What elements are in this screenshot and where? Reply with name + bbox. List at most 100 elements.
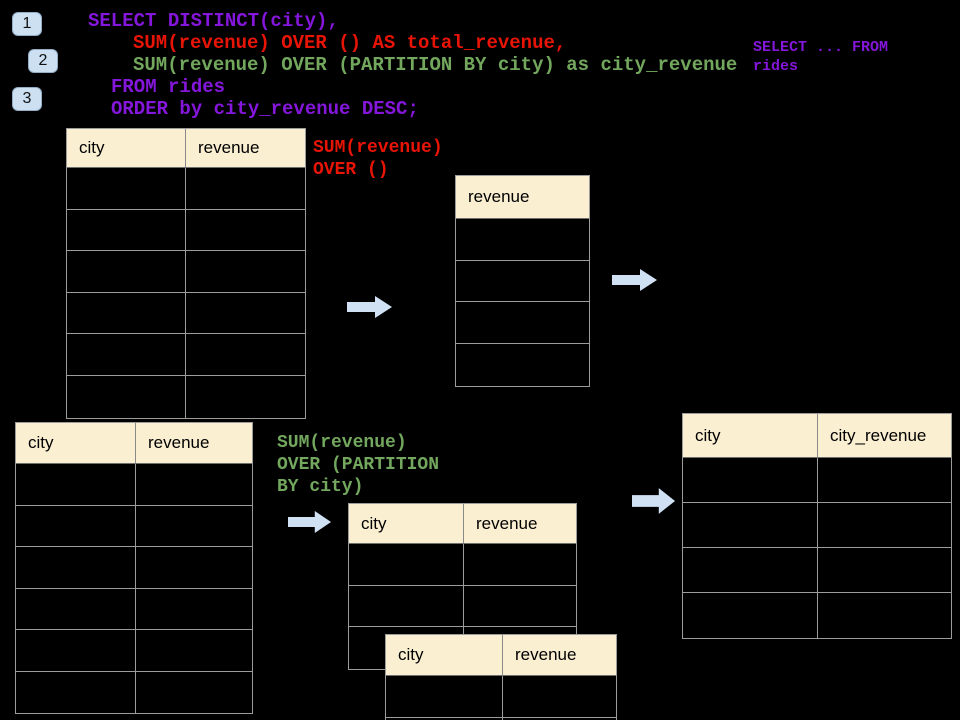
table-row bbox=[67, 251, 305, 293]
right-arrow-icon bbox=[612, 269, 657, 291]
table-row bbox=[16, 671, 252, 713]
column-header-revenue: revenue bbox=[468, 187, 530, 206]
table-cell bbox=[186, 210, 305, 251]
step-badge-1: 1 bbox=[12, 12, 42, 36]
table-cell bbox=[16, 630, 136, 671]
table-cell bbox=[67, 292, 186, 334]
table-total-revenue: revenue bbox=[455, 175, 590, 387]
table-body bbox=[16, 464, 252, 713]
sql-line-order-by: ORDER by city_revenue DESC; bbox=[111, 98, 419, 120]
table-row bbox=[683, 458, 951, 503]
table-cell bbox=[818, 458, 951, 502]
table-cell bbox=[683, 458, 818, 502]
table-cell bbox=[136, 589, 252, 630]
sql-line-total-revenue: SUM(revenue) OVER () AS total_revenue, bbox=[133, 32, 567, 54]
table-result: city city_revenue bbox=[682, 413, 952, 639]
sql-line-from: FROM rides bbox=[111, 76, 226, 98]
table-cell bbox=[67, 168, 186, 209]
table-row bbox=[16, 464, 252, 506]
table-body bbox=[456, 219, 589, 386]
corner-note-line2: rides bbox=[753, 58, 799, 75]
table-row bbox=[456, 219, 589, 261]
table-cell bbox=[136, 547, 252, 588]
table-row bbox=[386, 676, 616, 718]
table-cell bbox=[186, 334, 305, 375]
table-row bbox=[456, 302, 589, 345]
annotation-partition-line1: SUM(revenue) bbox=[277, 433, 407, 453]
column-header-city: city bbox=[683, 414, 818, 457]
table-cell bbox=[818, 548, 951, 592]
table-cell bbox=[456, 261, 589, 302]
table-cell bbox=[16, 547, 136, 588]
table-source-top: city revenue bbox=[66, 128, 306, 419]
sql-line-select: SELECT DISTINCT(city), bbox=[88, 10, 339, 32]
table-cell bbox=[386, 717, 503, 720]
table-partition-back: city revenue bbox=[385, 634, 617, 720]
table-cell bbox=[136, 464, 252, 505]
table-cell bbox=[136, 630, 252, 671]
table-body bbox=[386, 676, 616, 720]
table-cell bbox=[456, 344, 589, 386]
table-cell bbox=[67, 375, 186, 418]
table-cell bbox=[67, 251, 186, 292]
table-cell bbox=[464, 544, 576, 585]
table-row bbox=[16, 505, 252, 547]
step-badge-2: 2 bbox=[28, 49, 58, 73]
table-row bbox=[349, 544, 576, 586]
table-row bbox=[67, 375, 305, 418]
table-body bbox=[683, 458, 951, 638]
table-row bbox=[683, 548, 951, 593]
table-cell bbox=[464, 586, 576, 627]
table-cell bbox=[16, 464, 136, 505]
corner-note-line1: SELECT ... FROM bbox=[753, 39, 889, 56]
column-header-revenue: revenue bbox=[148, 433, 210, 452]
annotation-total-line1: SUM(revenue) bbox=[313, 138, 443, 158]
table-header-row: city revenue bbox=[386, 635, 616, 676]
right-arrow-icon bbox=[288, 511, 332, 533]
table-header-row: city revenue bbox=[67, 129, 305, 168]
table-row bbox=[683, 593, 951, 638]
table-cell bbox=[186, 376, 305, 418]
column-header-revenue: revenue bbox=[476, 513, 538, 533]
table-header-row: city city_revenue bbox=[683, 414, 951, 458]
column-header-revenue: revenue bbox=[515, 645, 577, 664]
table-row bbox=[16, 588, 252, 630]
table-cell bbox=[136, 506, 252, 547]
table-cell bbox=[67, 209, 186, 251]
column-header-city-revenue: city_revenue bbox=[830, 425, 927, 445]
table-header-row: city revenue bbox=[349, 504, 576, 544]
table-cell bbox=[349, 544, 464, 585]
right-arrow-icon bbox=[347, 296, 392, 318]
column-header-city: city bbox=[16, 423, 136, 463]
table-cell bbox=[818, 593, 951, 638]
table-header-row: revenue bbox=[456, 176, 589, 219]
table-cell bbox=[683, 593, 818, 638]
table-row bbox=[67, 292, 305, 335]
table-row bbox=[456, 261, 589, 303]
column-header-revenue: revenue bbox=[198, 138, 260, 157]
table-row bbox=[16, 630, 252, 672]
table-row bbox=[67, 209, 305, 252]
table-source-bottom: city revenue bbox=[15, 422, 253, 714]
table-body bbox=[67, 168, 305, 418]
table-cell bbox=[456, 219, 589, 260]
column-header-city: city bbox=[386, 635, 503, 675]
table-cell bbox=[186, 293, 305, 334]
table-row bbox=[67, 168, 305, 210]
table-cell bbox=[503, 676, 616, 717]
table-row bbox=[456, 344, 589, 386]
table-cell bbox=[683, 548, 818, 592]
table-cell bbox=[349, 585, 464, 627]
table-row bbox=[67, 334, 305, 376]
table-cell bbox=[186, 168, 305, 209]
table-row bbox=[386, 717, 616, 720]
right-arrow-icon bbox=[632, 488, 676, 514]
table-cell bbox=[16, 671, 136, 713]
table-row bbox=[349, 585, 576, 628]
table-cell bbox=[386, 676, 503, 717]
column-header-city: city bbox=[349, 504, 464, 543]
table-row bbox=[683, 503, 951, 548]
column-header-city: city bbox=[67, 129, 186, 167]
table-cell bbox=[16, 505, 136, 546]
